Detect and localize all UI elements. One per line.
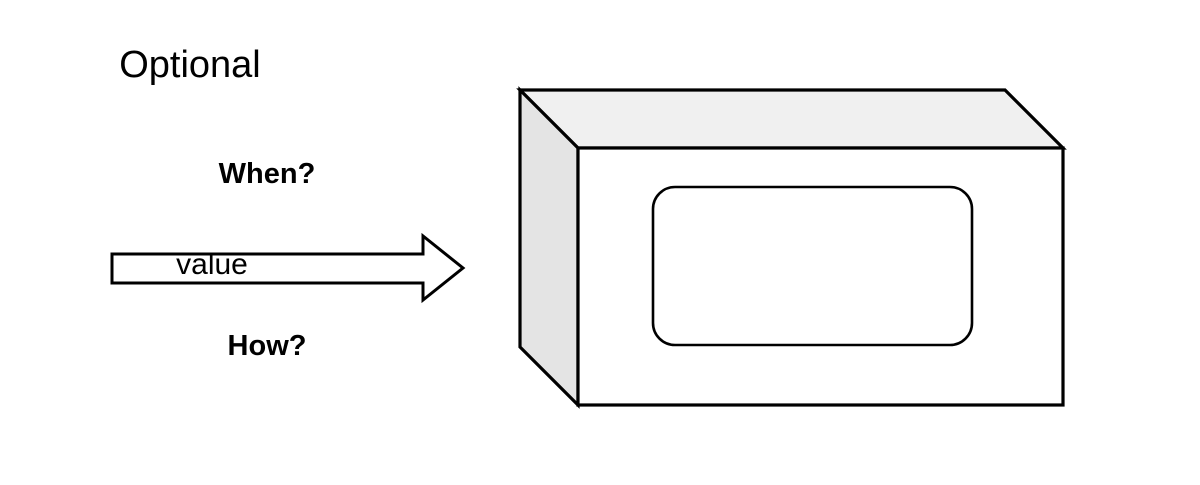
rounded-rect-icon	[651, 185, 974, 347]
right-block-arrow-icon	[110, 232, 466, 304]
box-inner-value-label: value	[176, 248, 248, 281]
box-top-face	[516, 88, 1067, 150]
question-when-label: When?	[218, 158, 316, 190]
question-how-label: How?	[227, 330, 307, 362]
box-title-label: Optional	[119, 44, 261, 86]
